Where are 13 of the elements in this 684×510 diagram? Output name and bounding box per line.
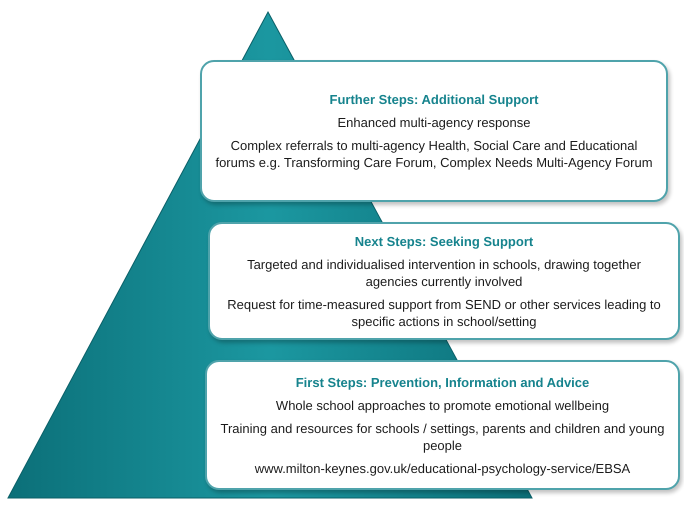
body-text: Targeted and individualised intervention in schools, drawing together agencies currently involved [246,256,642,290]
text-panel [200,60,668,202]
body-text: Training and resources for schools / settings, parents and children and young people [220,420,666,454]
panel-heading: First Steps: Prevention, Information and Advice [296,374,590,390]
body-text: Enhanced multi-agency response [338,114,530,131]
text-panel [208,222,680,340]
body-text: Whole school approaches to promote emotional wellbeing [276,396,610,414]
body-text: Request for time-measured support from SEND or other services leading to specific actions in school/setting [226,296,662,330]
body-text: Complex referrals to multi-agency Health, Social Care and Educational forums e.g. Transforming Care Forum, Complex Needs Multi-Agency Forum [214,137,654,171]
panel-heading: Further Steps: Additional Support [330,91,538,108]
panel-heading: Next Steps: Seeking Support [354,232,534,250]
text-panel [205,360,680,490]
body-text: www.milton-keynes.gov.uk/educational-psychology-service/EBSA [254,460,630,476]
